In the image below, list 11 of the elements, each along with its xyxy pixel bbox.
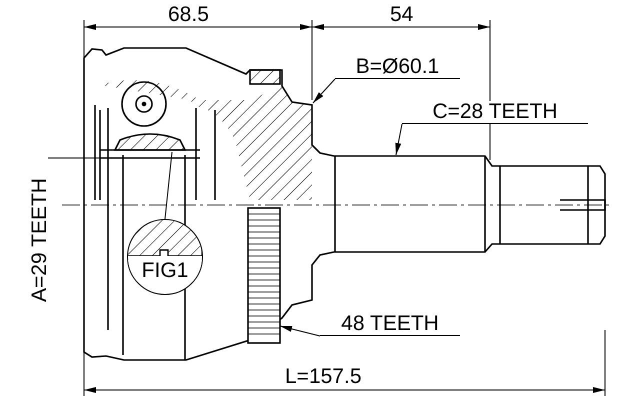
- dimension-label: 54: [390, 4, 414, 26]
- leader-line: [312, 78, 336, 104]
- dimension-label: L=157.5: [285, 366, 362, 388]
- callout-label: C=28 TEETH: [402, 101, 588, 124]
- leader-line: [280, 326, 320, 336]
- dimension-label: A=29 TEETH: [29, 177, 51, 304]
- callout-label: 48 TEETH: [320, 313, 460, 336]
- leader-line: [395, 124, 402, 156]
- dimension-label: 68.5: [168, 4, 209, 26]
- leader-line: [164, 152, 172, 220]
- callout-label: B=Ø60.1: [335, 56, 460, 79]
